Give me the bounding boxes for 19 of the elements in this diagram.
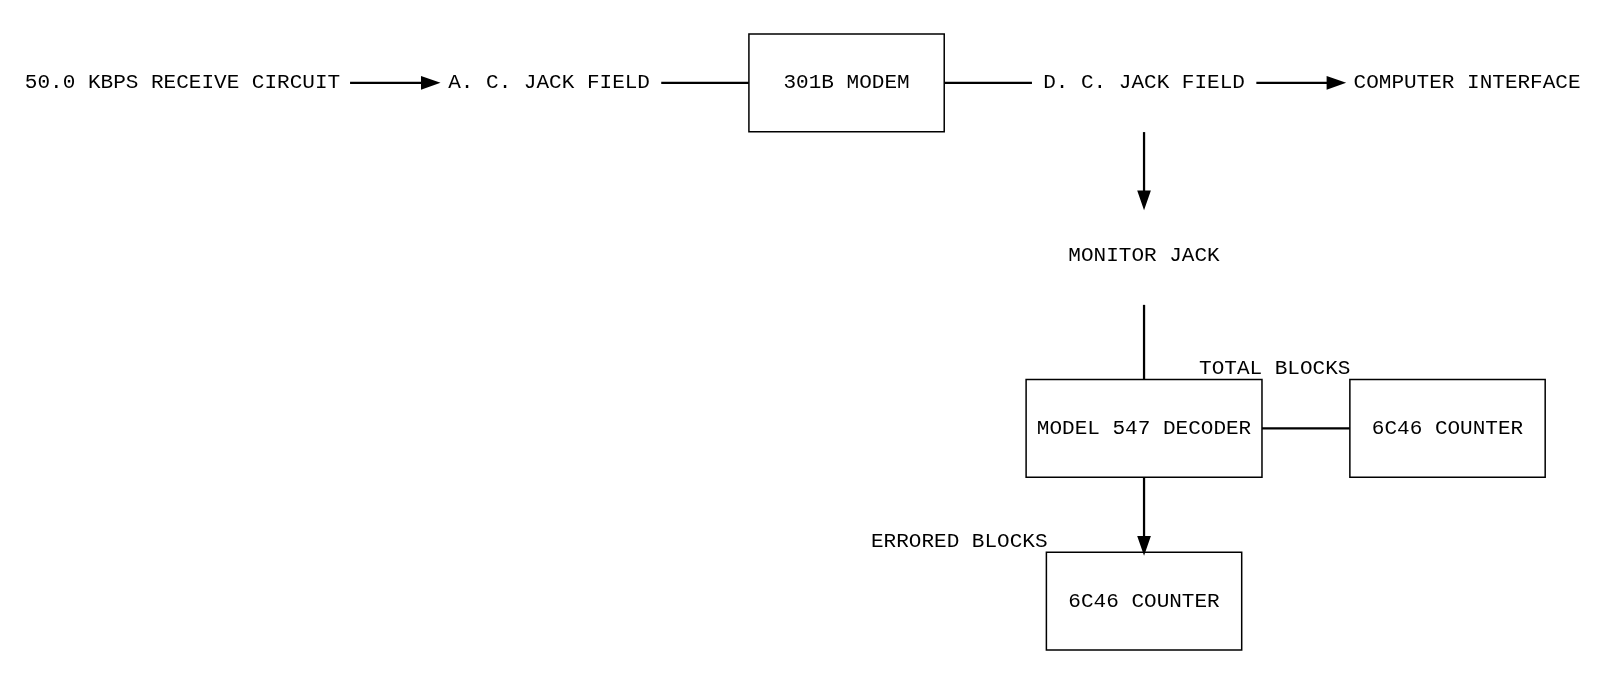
connector — [661, 81, 749, 84]
node-text: MONITOR JACK — [1068, 243, 1220, 268]
node-box: 301B MODEM — [748, 33, 945, 133]
node-label: ERRORED BLOCKS — [870, 528, 1048, 553]
node-text: D. C. JACK FIELD — [1043, 70, 1245, 95]
connector — [1142, 304, 1146, 380]
arrow — [350, 76, 441, 90]
node-label: TOTAL BLOCKS — [1199, 355, 1351, 380]
node-box: MODEL 547 DECODER — [1025, 378, 1263, 478]
connector — [1262, 427, 1350, 430]
arrow — [1256, 76, 1347, 90]
node-text: COMPUTER INTERFACE — [1353, 70, 1581, 95]
arrow — [1137, 132, 1151, 211]
node-text: 50.0 KBPS RECEIVE CIRCUIT — [24, 70, 341, 95]
node-box: 6C46 COUNTER — [1045, 551, 1243, 651]
connector — [944, 81, 1032, 84]
arrow — [1137, 477, 1151, 556]
node-text: A. C. JACK FIELD — [448, 70, 650, 95]
node-box: 6C46 COUNTER — [1349, 378, 1546, 478]
